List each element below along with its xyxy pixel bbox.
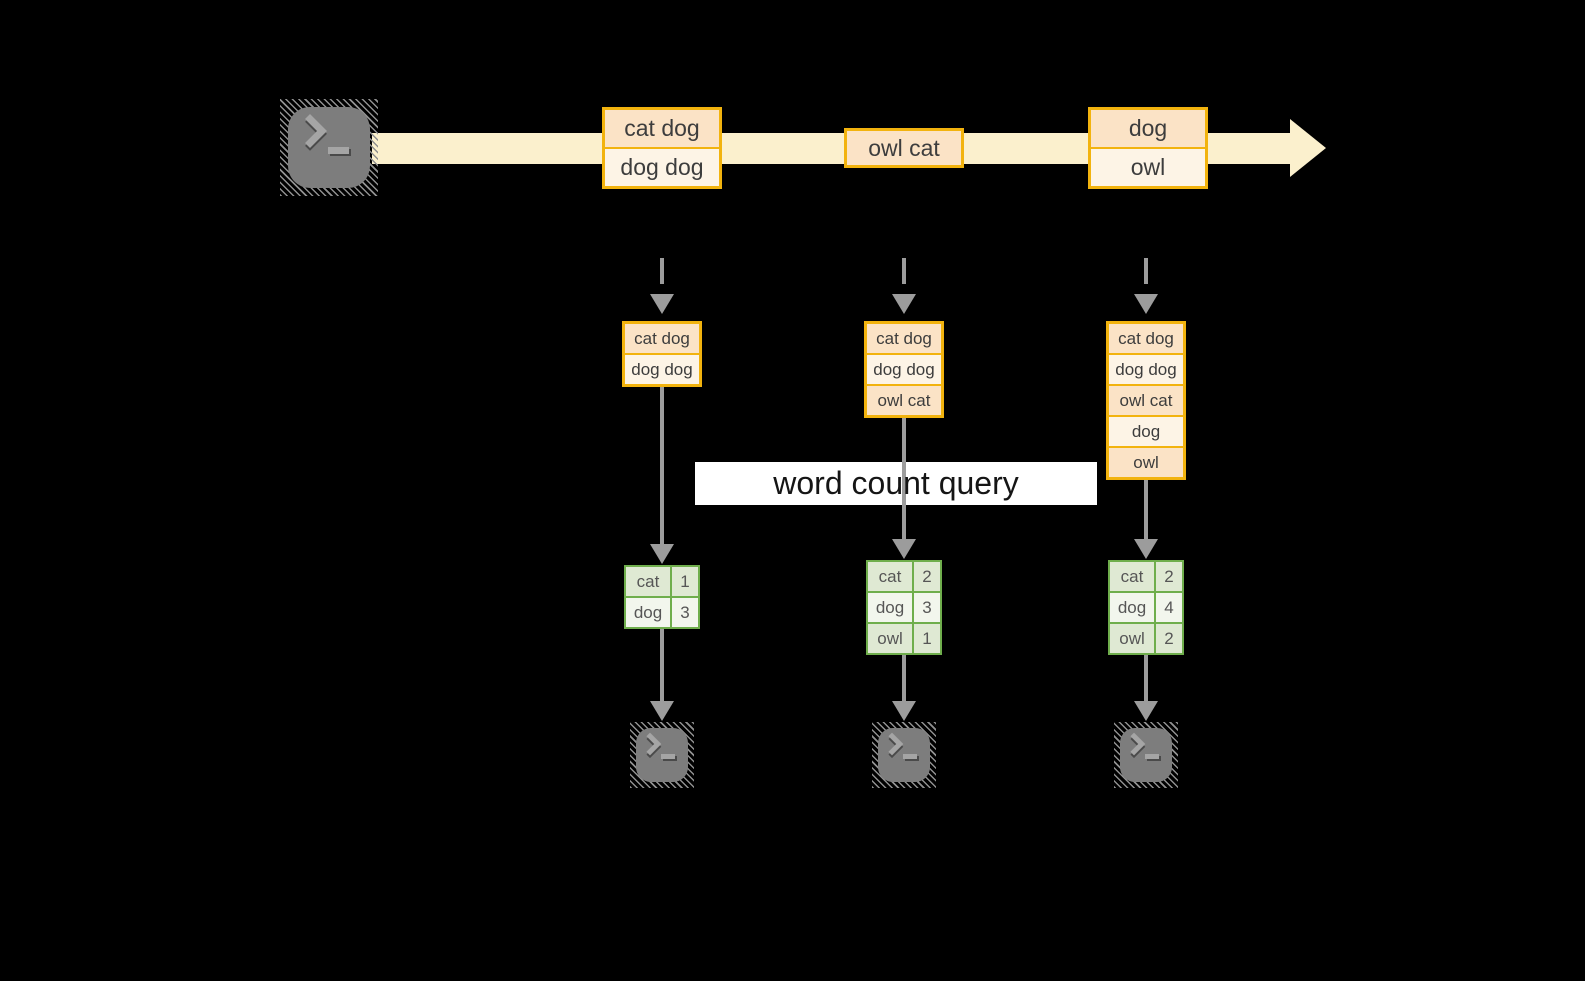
flow-arrow-line bbox=[660, 387, 664, 544]
query-label-background bbox=[695, 462, 1097, 505]
sink-terminal-icon bbox=[630, 722, 694, 788]
word-count-table-2: cat 2 dog 3 owl 1 bbox=[866, 560, 942, 655]
dashed-arrow-line bbox=[902, 258, 906, 284]
count-cell: 3 bbox=[914, 593, 940, 622]
word-cell: cat bbox=[626, 567, 670, 596]
prompt-cursor-icon bbox=[903, 754, 917, 759]
input-row: owl bbox=[1109, 448, 1183, 477]
input-row: owl cat bbox=[867, 386, 941, 415]
dashed-arrow-line bbox=[1144, 258, 1148, 284]
word-cell: cat bbox=[1110, 562, 1154, 591]
count-cell: 1 bbox=[914, 624, 940, 653]
flow-arrow-line bbox=[902, 418, 906, 539]
count-cell: 1 bbox=[672, 567, 698, 596]
arrowhead-icon bbox=[892, 539, 916, 559]
input-table-stack-1: cat dog dog dog bbox=[622, 321, 702, 387]
batch-record: dog dog bbox=[605, 149, 719, 186]
arrowhead-icon bbox=[892, 701, 916, 721]
dashed-arrow-line bbox=[660, 258, 664, 284]
input-row: dog dog bbox=[1109, 355, 1183, 384]
arrowhead-icon bbox=[892, 294, 916, 314]
stream-arrowhead-icon bbox=[1290, 119, 1326, 177]
arrowhead-icon bbox=[650, 294, 674, 314]
word-cell: dog bbox=[868, 593, 912, 622]
arrowhead-icon bbox=[650, 544, 674, 564]
arrowhead-icon bbox=[1134, 701, 1158, 721]
word-cell: owl bbox=[868, 624, 912, 653]
input-row: dog dog bbox=[625, 355, 699, 384]
input-table-stack-3: cat dog dog dog owl cat dog owl bbox=[1106, 321, 1186, 480]
word-count-table-1: cat 1 dog 3 bbox=[624, 565, 700, 629]
flow-arrow-line bbox=[660, 629, 664, 701]
stream-batch-box-3: dog owl bbox=[1088, 107, 1208, 189]
arrowhead-icon bbox=[1134, 294, 1158, 314]
input-table-stack-2: cat dog dog dog owl cat bbox=[864, 321, 944, 418]
word-cell: dog bbox=[1110, 593, 1154, 622]
arrowhead-icon bbox=[650, 701, 674, 721]
word-cell: owl bbox=[1110, 624, 1154, 653]
word-cell: cat bbox=[868, 562, 912, 591]
batch-record: dog bbox=[1091, 110, 1205, 147]
input-row: owl cat bbox=[1109, 386, 1183, 415]
word-count-table-3: cat 2 dog 4 owl 2 bbox=[1108, 560, 1184, 655]
sink-terminal-icon bbox=[1114, 722, 1178, 788]
sink-terminal-icon bbox=[872, 722, 936, 788]
source-terminal-icon bbox=[280, 99, 378, 196]
input-row: cat dog bbox=[867, 324, 941, 353]
stream-batch-box-2: owl cat bbox=[844, 128, 964, 168]
count-cell: 4 bbox=[1156, 593, 1182, 622]
flow-arrow-line bbox=[1144, 655, 1148, 701]
flow-arrow-line bbox=[902, 655, 906, 701]
prompt-cursor-icon bbox=[1145, 754, 1159, 759]
word-cell: dog bbox=[626, 598, 670, 627]
count-cell: 2 bbox=[914, 562, 940, 591]
stream-batch-box-1: cat dog dog dog bbox=[602, 107, 722, 189]
input-row: cat dog bbox=[625, 324, 699, 353]
count-cell: 2 bbox=[1156, 562, 1182, 591]
input-row: dog bbox=[1109, 417, 1183, 446]
batch-record: cat dog bbox=[605, 110, 719, 147]
flow-arrow-line bbox=[1144, 480, 1148, 539]
input-row: cat dog bbox=[1109, 324, 1183, 353]
count-cell: 2 bbox=[1156, 624, 1182, 653]
batch-record: owl bbox=[1091, 149, 1205, 186]
input-row: dog dog bbox=[867, 355, 941, 384]
count-cell: 3 bbox=[672, 598, 698, 627]
arrowhead-icon bbox=[1134, 539, 1158, 559]
batch-record: owl cat bbox=[847, 131, 961, 165]
prompt-cursor-icon bbox=[661, 754, 675, 759]
prompt-cursor-icon bbox=[328, 147, 349, 154]
